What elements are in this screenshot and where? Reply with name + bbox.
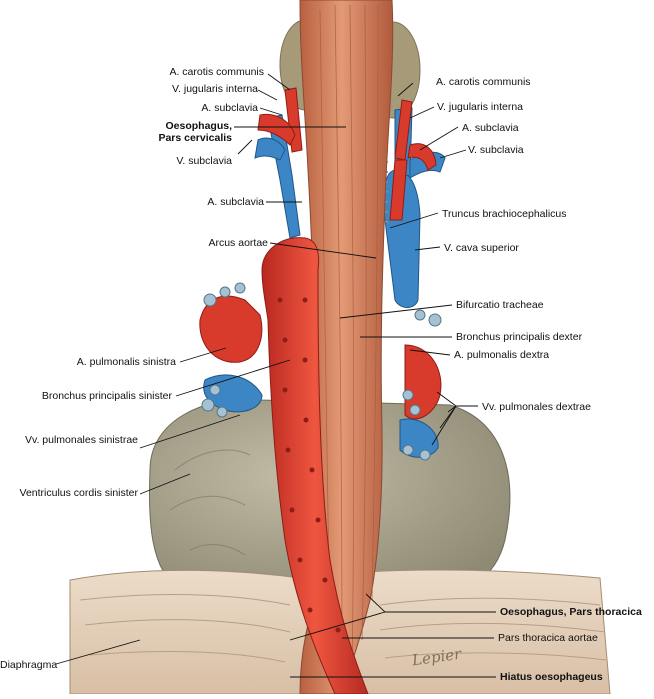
label-a-subclavia-left-1: A. subclavia [201,102,258,114]
label-v-jugularis-interna-left: V. jugularis interna [172,83,258,95]
left-pulmonary-vessels [199,282,263,418]
label-pars-thoracica-aortae: Pars thoracica aortae [498,632,598,644]
label-a-pulmonalis-sinistra: A. pulmonalis sinistra [76,356,176,368]
label-a-subclavia-right: A. subclavia [462,122,519,134]
label-v-subclavia-left: V. subclavia [176,155,232,167]
label-vv-pulmonales-sinistrae: Vv. pulmonales sinistrae [24,434,138,446]
label-v-subclavia-right: V. subclavia [468,144,524,156]
a-subclavia-left [257,113,296,146]
right-pulmonary-vessels [399,309,442,461]
label-bifurcatio-tracheae: Bifurcatio tracheae [456,299,544,311]
label-oesophagus-cervicalis-2: Pars cervicalis [158,132,232,144]
label-a-subclavia-left-2: A. subclavia [207,196,264,208]
label-a-carotis-communis-right: A. carotis communis [436,76,531,88]
a-subclavia-right [407,143,437,171]
label-diaphragma: Diaphragma [0,659,58,671]
v-subclavia-left [254,137,286,161]
label-arcus-aortae: Arcus aortae [208,237,268,249]
label-oesophagus-thoracica: Oesophagus, Pars thoracica [500,606,642,618]
truncus-brachiocephalicus [389,159,408,221]
leader-lines [55,73,496,678]
label-truncus-brachiocephalicus: Truncus brachiocephalicus [442,208,567,220]
aorta-branches [277,297,341,633]
label-vv-pulmonales-dextrae: Vv. pulmonales dextrae [482,401,591,413]
label-ventriculus-cordis-sinister: Ventriculus cordis sinister [19,487,138,499]
label-a-pulmonalis-dextra: A. pulmonalis dextra [454,349,550,361]
label-oesophagus-cervicalis-1: Oesophagus, [165,120,232,132]
label-hiatus-oesophageus: Hiatus oesophageus [500,671,603,683]
label-bronchus-principalis-sinister: Bronchus principalis sinister [41,390,172,402]
label-bronchus-principalis-dexter: Bronchus principalis dexter [456,331,583,343]
label-v-jugularis-interna-right: V. jugularis interna [437,101,523,113]
aorta [261,237,369,695]
label-v-cava-superior: V. cava superior [444,242,519,254]
label-a-carotis-communis-left: A. carotis communis [169,66,264,78]
